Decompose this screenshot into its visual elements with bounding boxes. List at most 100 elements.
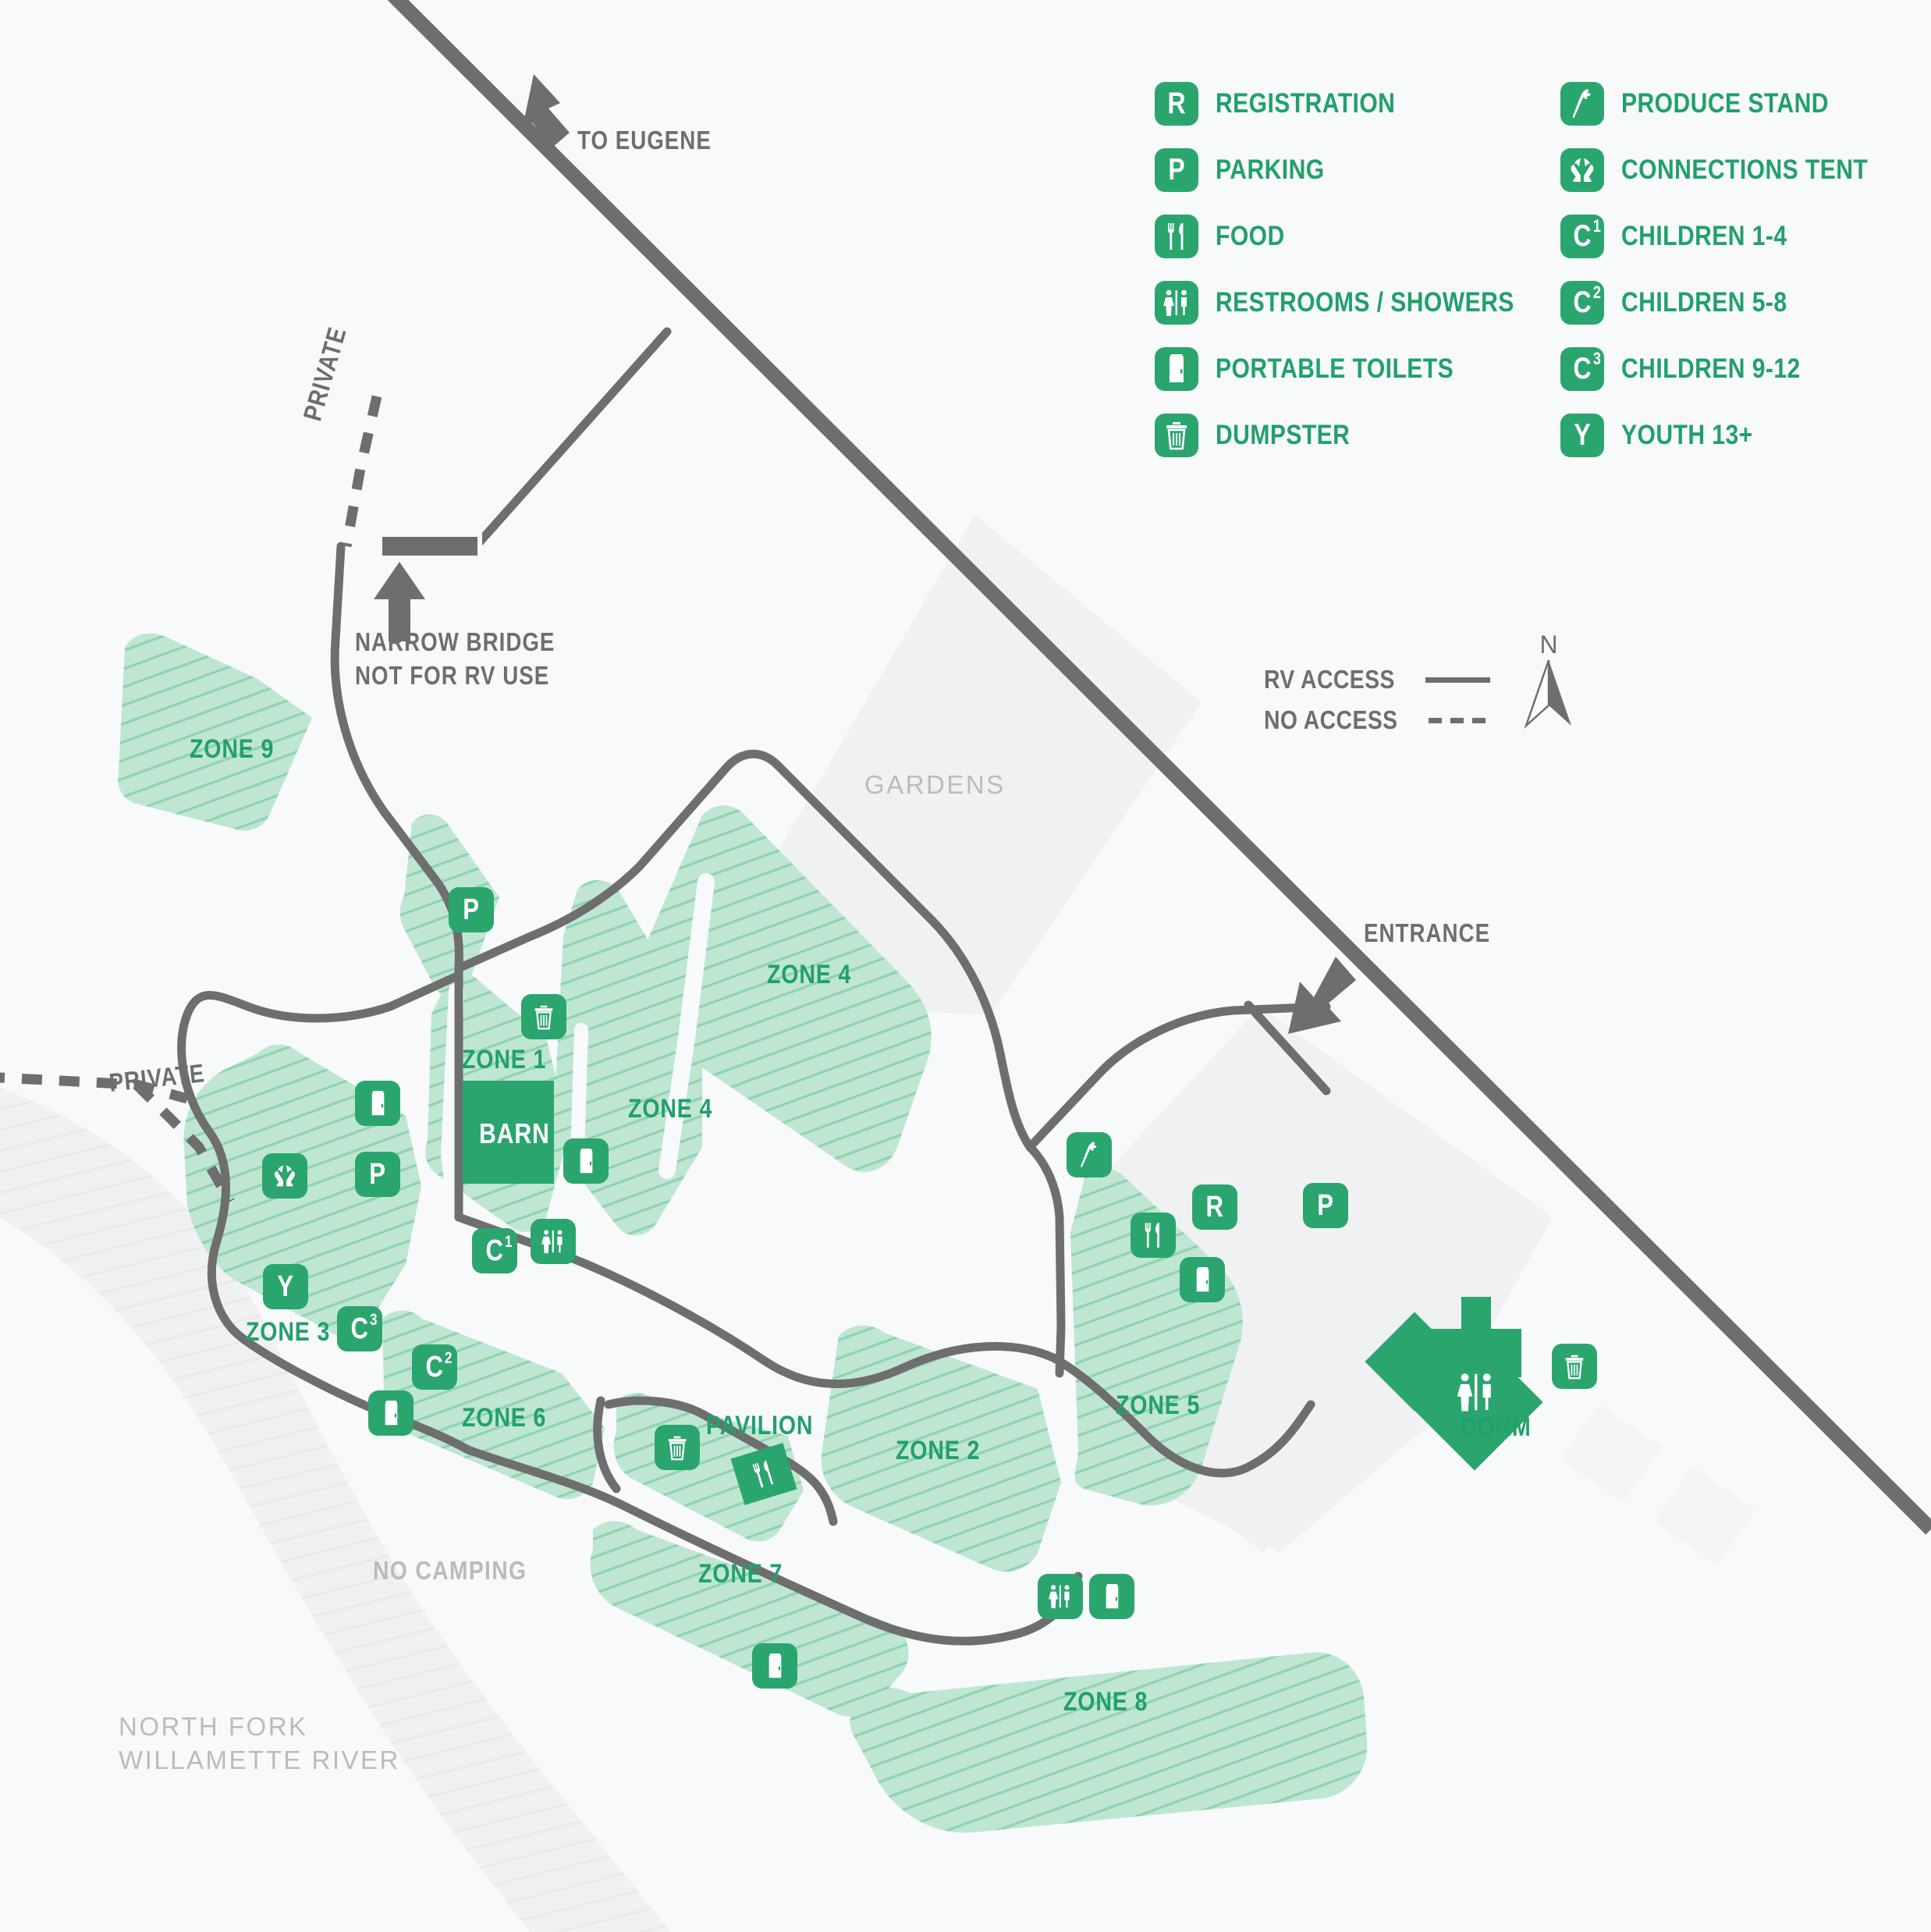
zone-8-area xyxy=(850,1652,1368,1833)
registration-letter-icon: R xyxy=(1155,81,1198,126)
dumpster-trash-icon xyxy=(1565,1355,1584,1379)
marker-glyph-sup: 2 xyxy=(445,1349,453,1367)
pavilion-food-icon-tile[interactable] xyxy=(730,1443,797,1505)
legend-item-parking[interactable]: P PARKING xyxy=(1155,147,1560,192)
marker-glyph: R xyxy=(1205,1191,1224,1223)
restrooms-marker-dorm[interactable] xyxy=(1453,1372,1500,1416)
food-marker-zone5[interactable] xyxy=(1131,1213,1176,1258)
zone-5-area xyxy=(1070,1169,1243,1506)
narrow-bridge xyxy=(371,531,482,562)
portable-toilet-marker-zone4[interactable] xyxy=(563,1138,609,1184)
connections-tent-marker-zone3[interactable] xyxy=(262,1153,307,1199)
no-access-label: NO ACCESS xyxy=(1264,705,1398,734)
legend-label: PARKING xyxy=(1216,154,1325,185)
restrooms-marker-zone8[interactable] xyxy=(1038,1574,1083,1619)
legend-label: PRODUCE STAND xyxy=(1621,87,1829,119)
private-roads xyxy=(0,395,382,1205)
dumpster-marker-zone1[interactable] xyxy=(521,994,566,1039)
portable-toilet-icon xyxy=(1196,1266,1209,1291)
youth-marker-zone3[interactable]: Y xyxy=(263,1264,308,1309)
legend-label: CONNECTIONS TENT xyxy=(1621,154,1869,185)
portable-toilet-marker-zone3-north[interactable] xyxy=(355,1081,400,1126)
legend-label: FOOD xyxy=(1216,220,1285,251)
north-arrow-icon xyxy=(1524,659,1571,730)
portable-toilet-marker-zone7[interactable] xyxy=(752,1643,797,1689)
parking-marker-zone3[interactable]: P xyxy=(355,1152,400,1197)
legend-label: PORTABLE TOILETS xyxy=(1216,353,1454,384)
narrow-bridge-arrow xyxy=(374,562,425,641)
connections-praying-hands-icon xyxy=(1560,147,1604,192)
parking-marker-zone1-north[interactable]: P xyxy=(449,887,494,932)
produce-stand-marker[interactable] xyxy=(1067,1132,1112,1177)
legend-item-registration[interactable]: R REGISTRATION xyxy=(1155,81,1560,126)
main-highway xyxy=(387,0,1931,1535)
legend-item-produce-stand[interactable]: PRODUCE STAND xyxy=(1560,81,1857,126)
dumpster-marker-pavilion[interactable] xyxy=(655,1425,700,1470)
portable-toilet-icon xyxy=(1155,346,1198,391)
legend-glyph: P xyxy=(1168,153,1185,186)
entrance-arrow xyxy=(1288,957,1356,1034)
legend-label: CHILDREN 5-8 xyxy=(1621,286,1787,318)
restrooms-showers-icon xyxy=(1049,1585,1070,1609)
dumpster-marker-dorm[interactable] xyxy=(1552,1344,1597,1389)
marker-glyph-sup: 3 xyxy=(370,1311,378,1329)
dashed-line-swatch xyxy=(1429,717,1490,723)
legend-item-food[interactable]: FOOD xyxy=(1155,214,1560,258)
legend-glyph: R xyxy=(1167,87,1186,120)
parking-marker-entrance[interactable]: P xyxy=(1303,1183,1348,1228)
legend-label: CHILDREN 9-12 xyxy=(1621,353,1801,384)
legend-item-dumpster[interactable]: DUMPSTER xyxy=(1155,413,1560,457)
legend-glyph: Y xyxy=(1574,418,1591,452)
registration-marker[interactable]: R xyxy=(1192,1184,1237,1230)
legend-item-restrooms-showers[interactable]: RESTROOMS / SHOWERS xyxy=(1155,280,1560,325)
access-key: RV ACCESS NO ACCESS xyxy=(1264,659,1490,740)
access-key-row-no-access: NO ACCESS xyxy=(1264,700,1490,740)
legend-label: YOUTH 13+ xyxy=(1621,419,1753,450)
solid-line-swatch xyxy=(1425,677,1490,683)
marker-glyph: P xyxy=(369,1158,386,1191)
legend-label: DUMPSTER xyxy=(1216,419,1351,450)
dumpster-trash-icon xyxy=(668,1436,687,1460)
legend-label: REGISTRATION xyxy=(1216,87,1396,119)
access-key-row-rv: RV ACCESS xyxy=(1264,659,1490,700)
parking-letter-icon: P xyxy=(1155,147,1198,192)
portable-toilet-marker-zone8[interactable] xyxy=(1089,1574,1134,1619)
barn-building xyxy=(463,1081,554,1184)
portable-toilet-marker-zone6[interactable] xyxy=(368,1390,414,1436)
legend-item-connections-tent[interactable]: CONNECTIONS TENT xyxy=(1560,147,1868,192)
produce-carrot-icon xyxy=(1081,1142,1097,1167)
legend-label: CHILDREN 1-4 xyxy=(1621,220,1787,251)
zone-9-area xyxy=(118,633,312,831)
portable-toilet-icon xyxy=(580,1148,592,1173)
restrooms-showers-icon xyxy=(1457,1373,1491,1412)
food-fork-knife-icon xyxy=(1155,214,1198,258)
legend-glyph-sup: 3 xyxy=(1592,349,1601,368)
restrooms-marker-zone1[interactable] xyxy=(531,1219,576,1264)
produce-carrot-icon xyxy=(1560,81,1604,126)
legend-item-youth[interactable]: Y YOUTH 13+ xyxy=(1560,413,1857,457)
private-road-upper xyxy=(341,395,382,548)
portable-toilet-marker-zone5[interactable] xyxy=(1180,1257,1225,1302)
food-fork-knife-icon xyxy=(752,1460,774,1488)
private-road-left-lower xyxy=(133,1081,235,1205)
legend-item-portable-toilets[interactable]: PORTABLE TOILETS xyxy=(1155,346,1560,391)
portable-toilet-icon xyxy=(371,1090,384,1115)
marker-glyph: P xyxy=(463,893,480,926)
marker-glyph: Y xyxy=(277,1270,294,1303)
to-eugene-arrow xyxy=(521,74,570,147)
